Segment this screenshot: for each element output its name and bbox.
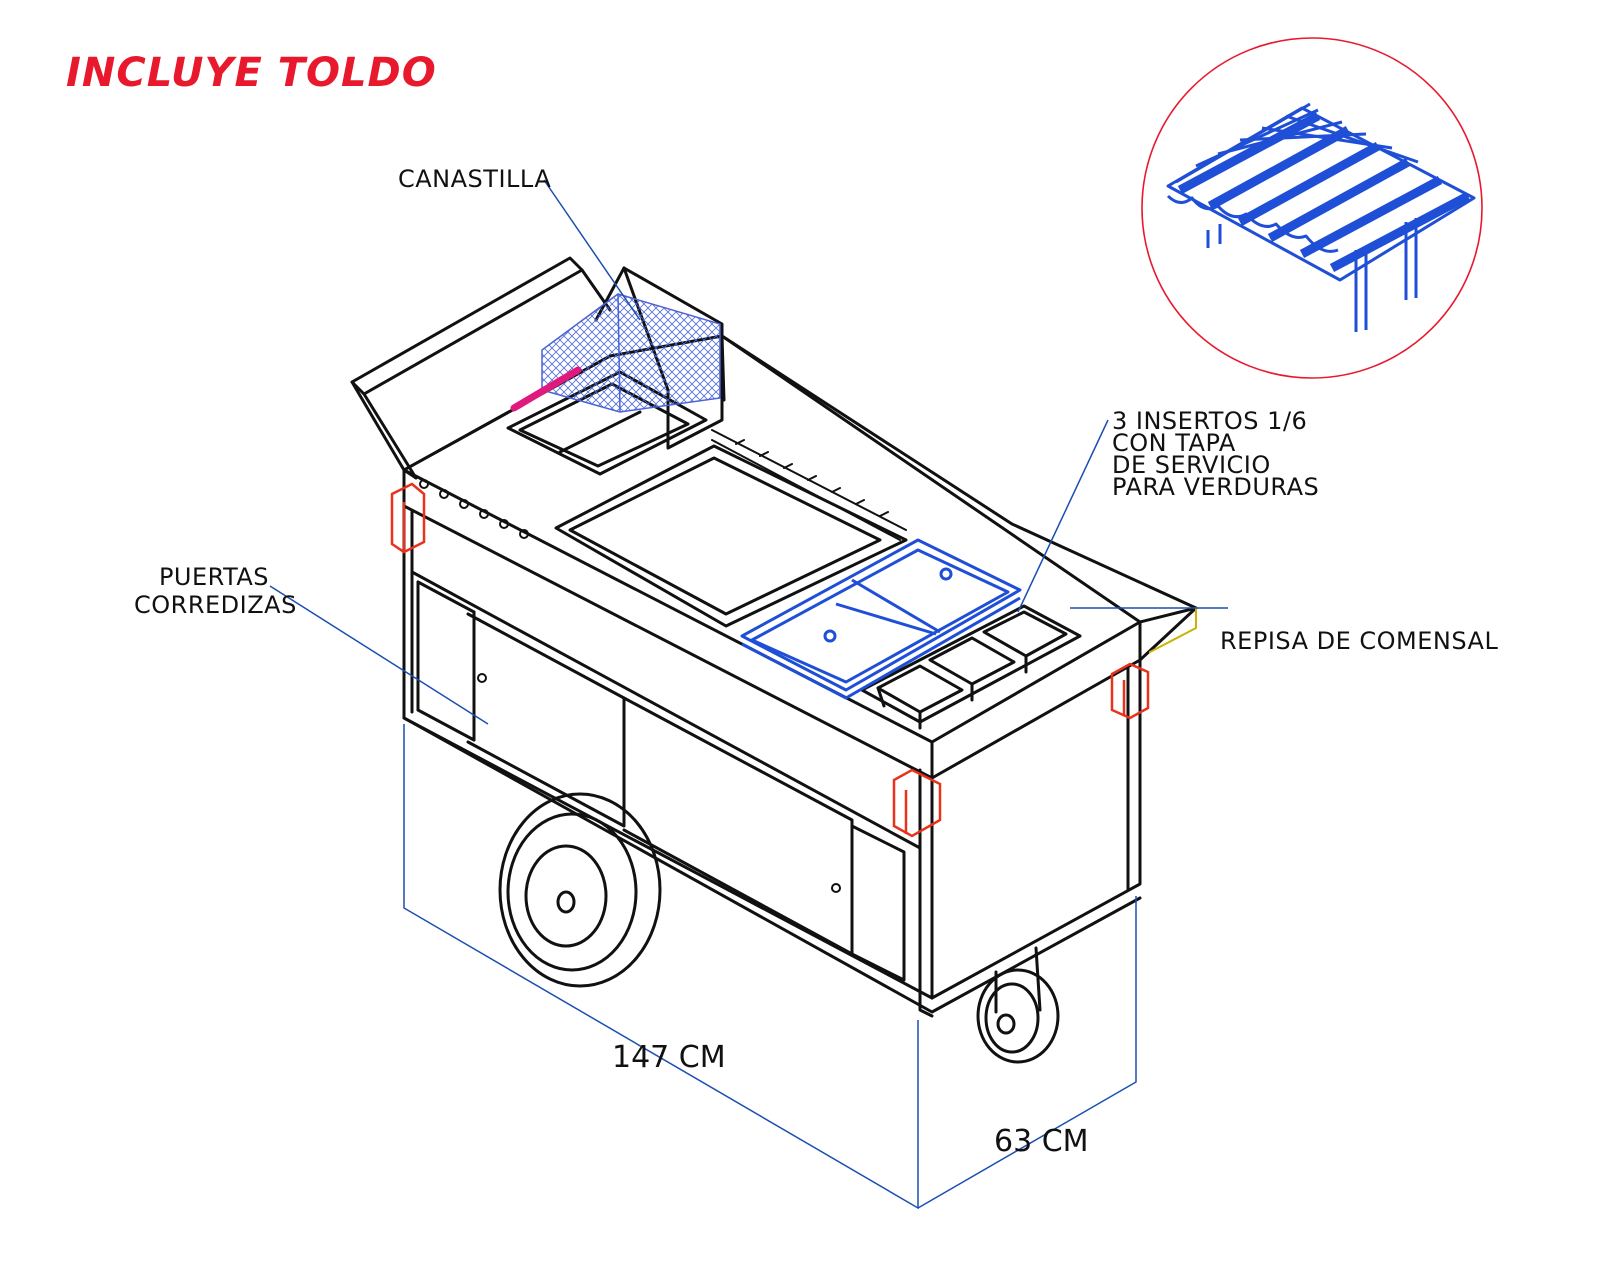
diner-shelf-edge [1149, 607, 1197, 653]
control-knobs [419, 479, 529, 539]
label-puertas-line-1: PUERTAS [158, 563, 270, 591]
insert-lids [740, 538, 1022, 700]
label-insertos: 3 INSERTOS 1/6 CON TAPA DE SERVICIO PARA… [1112, 407, 1320, 501]
insert-wells [860, 604, 1082, 730]
rear-wheel [498, 792, 662, 988]
cabinet-body [402, 504, 1142, 1018]
worktop [402, 334, 1142, 780]
dimension-length: 147 CM [612, 1040, 726, 1075]
griddle [554, 444, 908, 628]
label-repisa-comensal: REPISA DE COMENSAL [1220, 627, 1499, 655]
label-insertos-line-1: 3 INSERTOS 1/6 [1112, 407, 1308, 435]
label-insertos-line-4: PARA VERDURAS [1112, 473, 1320, 501]
knob-strip [711, 429, 907, 541]
label-insertos-line-3: DE SERVICIO [1112, 451, 1271, 479]
leader-lines [269, 179, 1228, 1210]
page-title: INCLUYE TOLDO [66, 50, 437, 96]
diner-shelf [720, 334, 1198, 662]
sliding-doors [466, 612, 906, 982]
canastilla-basket [510, 293, 721, 413]
label-canastilla: CANASTILLA [398, 165, 552, 193]
canopy-inset [1141, 37, 1483, 379]
label-puertas-line-2: CORREDIZAS [134, 591, 297, 619]
dimension-width: 63 CM [994, 1124, 1089, 1159]
corner-brackets [390, 482, 1150, 838]
label-insertos-line-2: CON TAPA [1112, 429, 1236, 457]
front-caster [976, 946, 1060, 1064]
label-puertas-corredizas: PUERTAS CORREDIZAS [134, 563, 297, 619]
